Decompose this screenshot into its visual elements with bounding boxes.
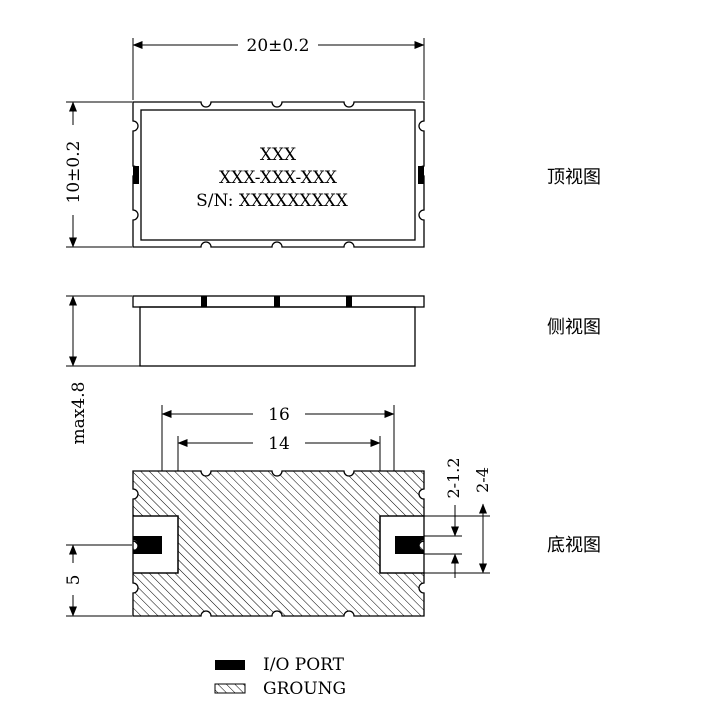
side-view: max4.8 侧视图 — [66, 295, 601, 445]
marking-line3: S/N: XXXXXXXXX — [196, 191, 349, 211]
legend-io-swatch — [215, 660, 245, 670]
marking-line1: XXX — [260, 145, 297, 165]
top-view: 20±0.2 10±0.2 XXX XXX-XXX-XXX S/N: XXXXX… — [64, 36, 601, 248]
dim-5: 5 — [64, 575, 84, 586]
dim-16: 16 — [268, 405, 290, 425]
dim-width-top: 20±0.2 — [247, 36, 310, 56]
marking-line2: XXX-XXX-XXX — [219, 168, 338, 188]
label-top-view: 顶视图 — [547, 167, 601, 188]
bottom-view: 16 14 5 2-1.2 2-4 底视图 — [64, 405, 601, 617]
legend-ground-swatch — [214, 683, 246, 694]
dim-height-top: 10±0.2 — [64, 141, 84, 204]
label-side-view: 侧视图 — [547, 317, 601, 338]
legend-ground-label: GROUNG — [263, 679, 346, 699]
dim-max-height: max4.8 — [69, 382, 89, 445]
dim-14: 14 — [268, 434, 290, 454]
label-bottom-view: 底视图 — [547, 535, 601, 556]
dim-pin-span: 2-4 — [473, 467, 492, 493]
dim-pin-gap: 2-1.2 — [444, 457, 463, 498]
legend-io-label: I/O PORT — [263, 655, 345, 675]
legend: I/O PORT GROUNG — [214, 655, 346, 699]
